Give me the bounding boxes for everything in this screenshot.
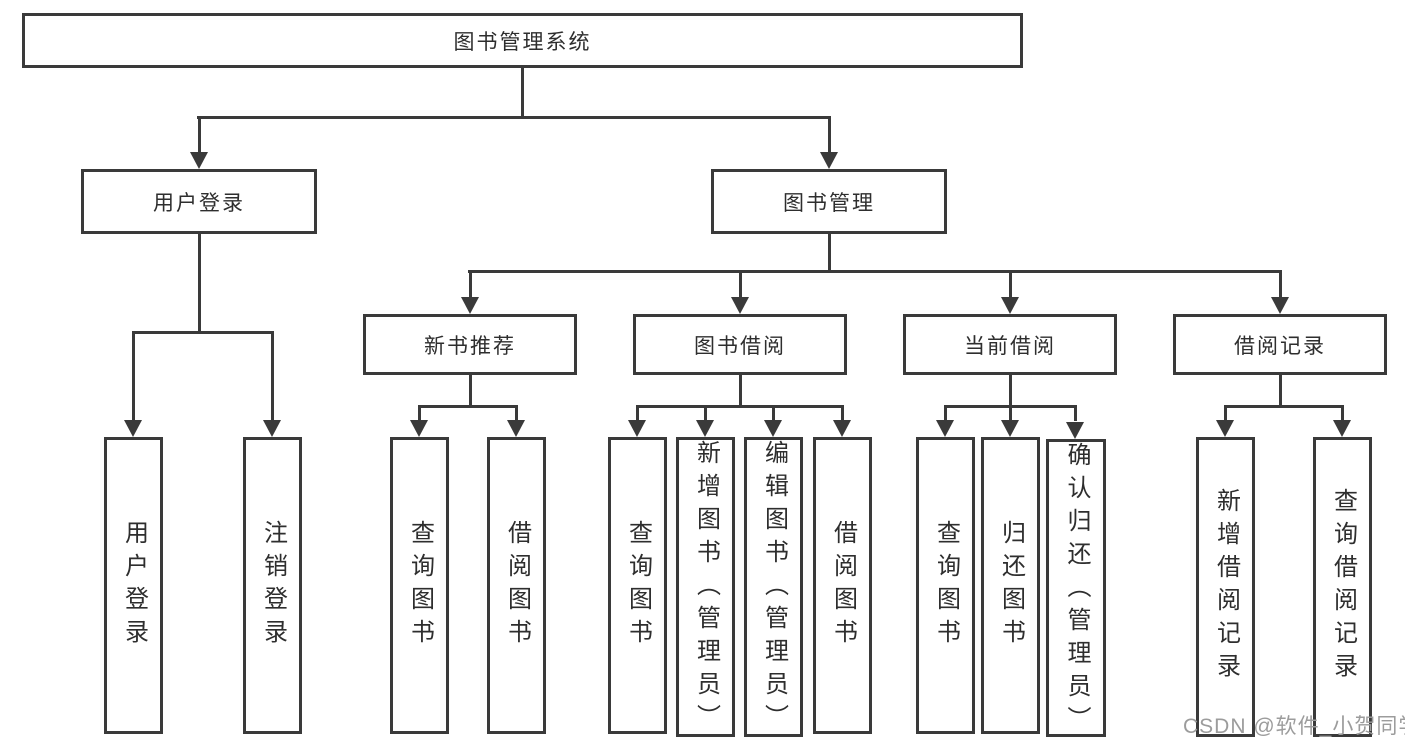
connector-login-bus (132, 331, 274, 334)
node-label: 新书推荐 (424, 334, 516, 358)
node-label: 注销登录 (259, 519, 287, 652)
connector-top-bus (197, 116, 831, 119)
leaf-query-borrow-record: 查询借阅记录 (1313, 437, 1372, 737)
node-user-login: 用户登录 (81, 169, 317, 234)
connector-drop-leaf (132, 333, 135, 420)
arrowhead-down-icon (124, 420, 142, 437)
arrowhead-down-icon (936, 420, 954, 437)
connector-main-bus (468, 270, 1282, 273)
leaf-logout: 注销登录 (243, 437, 302, 734)
leaf-borrow-books-recommend: 借阅图书 (487, 437, 546, 734)
arrowhead-down-icon (1001, 420, 1019, 437)
connector-drop-new-book (469, 272, 472, 298)
connector-mgmt-stub (828, 234, 831, 272)
node-label: 借阅图书 (829, 519, 857, 652)
node-label: 图书管理系统 (453, 30, 592, 54)
connector-drop-leaf (271, 333, 274, 420)
node-new-book-recommendation: 新书推荐 (363, 314, 577, 375)
node-book-management: 图书管理 (711, 169, 947, 234)
arrowhead-down-icon (507, 420, 525, 437)
connector-drop-leaf (1074, 407, 1077, 421)
connector-drop-leaf (841, 407, 844, 421)
node-borrowing-records: 借阅记录 (1173, 314, 1387, 375)
leaf-add-borrow-record: 新增借阅记录 (1196, 437, 1255, 737)
connector-drop-leaf (1009, 407, 1012, 421)
node-label: 当前借阅 (964, 334, 1056, 358)
connector-drop-leaf (944, 407, 947, 421)
node-label: 用户登录 (120, 519, 148, 652)
connector-group-stub (739, 375, 742, 407)
node-library-management-system: 图书管理系统 (22, 13, 1023, 68)
connector-drop-book-management (828, 118, 831, 152)
node-label: 图书借阅 (694, 334, 786, 358)
node-label: 用户登录 (153, 191, 245, 215)
node-label: 查询图书 (406, 519, 434, 652)
node-label: 归还图书 (997, 519, 1025, 652)
connector-drop-leaf (772, 407, 775, 421)
connector-group-stub (469, 375, 472, 407)
arrowhead-down-icon (1333, 420, 1351, 437)
connector-drop-borrowing-records (1279, 272, 1282, 298)
node-label: 确认归还（管理员） (1063, 442, 1090, 739)
connector-drop-book-borrowing (739, 272, 742, 298)
node-label: 编辑图书（管理员） (760, 440, 788, 737)
connector-drop-current-borrowing (1009, 272, 1012, 298)
connector-group-stub (1009, 375, 1012, 407)
leaf-query-books-recommend: 查询图书 (390, 437, 449, 734)
leaf-confirm-return-admin: 确认归还（管理员） (1046, 439, 1106, 739)
arrowhead-down-icon (410, 420, 428, 437)
leaf-borrow-books: 借阅图书 (813, 437, 872, 734)
connector-drop-leaf (704, 407, 707, 421)
arrowhead-down-icon (263, 420, 281, 437)
connector-group-bus (1224, 405, 1344, 408)
connector-login-stub (198, 234, 201, 334)
connector-drop-leaf (636, 407, 639, 421)
arrowhead-down-icon (1271, 297, 1289, 314)
connector-group-bus (636, 405, 844, 408)
connector-group-bus (418, 405, 518, 408)
leaf-user-login: 用户登录 (104, 437, 163, 734)
node-label: 查询图书 (624, 519, 652, 652)
node-label: 借阅图书 (503, 519, 531, 652)
arrowhead-down-icon (628, 420, 646, 437)
connector-drop-leaf (1341, 407, 1344, 421)
node-label: 借阅记录 (1234, 334, 1326, 358)
arrowhead-down-icon (696, 420, 714, 437)
connector-root-stub (521, 68, 524, 117)
leaf-return-books: 归还图书 (981, 437, 1040, 734)
connector-drop-leaf (515, 407, 518, 421)
arrowhead-down-icon (833, 420, 851, 437)
node-book-borrowing: 图书借阅 (633, 314, 847, 375)
leaf-query-books-borrow: 查询图书 (608, 437, 667, 734)
connector-group-stub (1279, 375, 1282, 407)
arrowhead-down-icon (820, 152, 838, 169)
arrowhead-down-icon (731, 297, 749, 314)
arrowhead-down-icon (1066, 422, 1084, 439)
node-label: 新增借阅记录 (1212, 488, 1240, 686)
csdn-watermark: CSDN @软件_小贺同学 (1183, 715, 1405, 738)
node-label: 查询借阅记录 (1329, 488, 1357, 686)
arrowhead-down-icon (190, 152, 208, 169)
node-current-borrowing: 当前借阅 (903, 314, 1117, 375)
node-label: 查询图书 (932, 519, 960, 652)
arrowhead-down-icon (461, 297, 479, 314)
node-label: 图书管理 (783, 191, 875, 215)
arrowhead-down-icon (764, 420, 782, 437)
leaf-query-books-current: 查询图书 (916, 437, 975, 734)
leaf-edit-books-admin: 编辑图书（管理员） (744, 437, 803, 737)
connector-drop-user-login (198, 118, 201, 152)
connector-drop-leaf (1224, 407, 1227, 421)
arrowhead-down-icon (1001, 297, 1019, 314)
node-label: 新增图书（管理员） (692, 440, 720, 737)
leaf-add-books-admin: 新增图书（管理员） (676, 437, 735, 737)
connector-group-bus (944, 405, 1077, 408)
arrowhead-down-icon (1216, 420, 1234, 437)
connector-drop-leaf (418, 407, 421, 421)
